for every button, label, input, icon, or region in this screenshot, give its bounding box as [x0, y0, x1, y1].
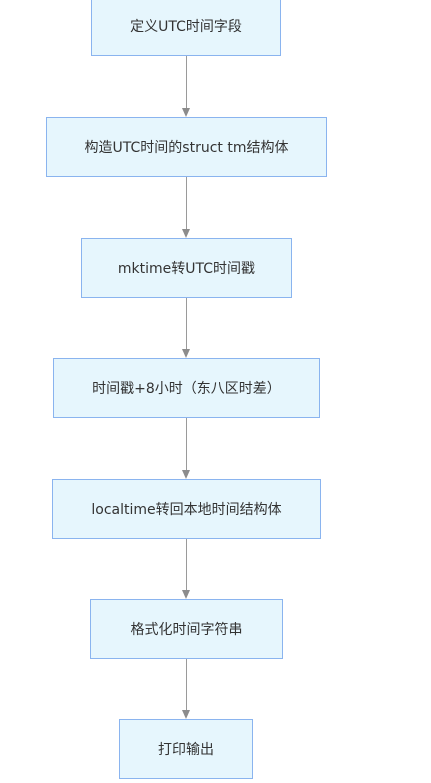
node-label: 格式化时间字符串: [130, 622, 243, 638]
step-add-8-hours: 时间戳+8小时（东八区时差）: [53, 358, 320, 418]
node-label: 构造UTC时间的struct tm结构体: [84, 140, 289, 156]
node-label: 时间戳+8小时（东八区时差）: [92, 381, 281, 397]
edge-line: [186, 177, 187, 230]
step-build-struct-tm: 构造UTC时间的struct tm结构体: [46, 117, 327, 177]
arrowhead-icon: [182, 108, 190, 117]
node-label: localtime转回本地时间结构体: [91, 502, 282, 518]
node-label: 打印输出: [158, 742, 214, 758]
arrowhead-icon: [182, 470, 190, 479]
edge-line: [186, 418, 187, 471]
arrowhead-icon: [182, 710, 190, 719]
arrowhead-icon: [182, 590, 190, 599]
step-format-string: 格式化时间字符串: [90, 599, 283, 659]
arrowhead-icon: [182, 349, 190, 358]
edge-line: [186, 539, 187, 591]
arrowhead-icon: [182, 229, 190, 238]
step-print-output: 打印输出: [119, 719, 253, 779]
step-define-utc-fields: 定义UTC时间字段: [91, 0, 281, 56]
step-mktime-timestamp: mktime转UTC时间戳: [81, 238, 292, 298]
edge-line: [186, 659, 187, 711]
node-label: mktime转UTC时间戳: [117, 261, 256, 277]
step-localtime-struct: localtime转回本地时间结构体: [52, 479, 321, 539]
edge-line: [186, 298, 187, 350]
edge-line: [186, 56, 187, 109]
node-label: 定义UTC时间字段: [130, 19, 242, 35]
